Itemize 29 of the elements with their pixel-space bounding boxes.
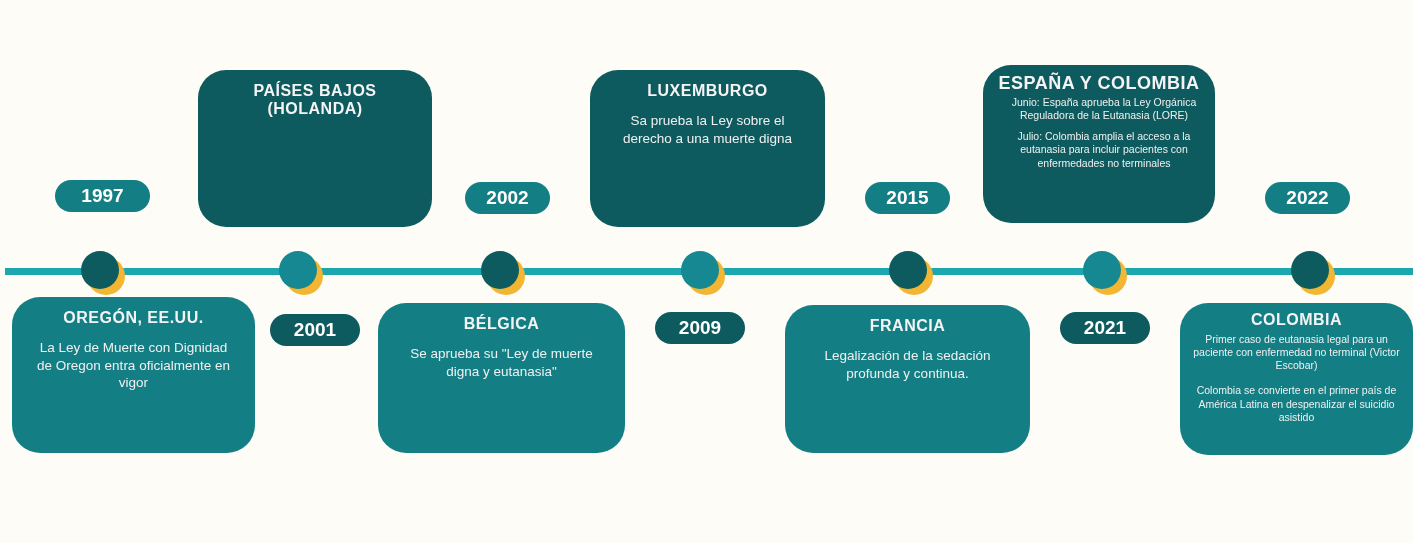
year-badge: 2021	[1060, 312, 1150, 344]
bullet-item: Junio: España aprueba la Ley Orgánica Reguladora de la Eutanasia (LORE)	[1010, 96, 1198, 123]
event-card	[1180, 303, 1413, 455]
event-card	[590, 70, 825, 227]
country-heading: COLOMBIA	[1250, 311, 1343, 329]
country-heading: LUXEMBURGO	[647, 82, 768, 100]
country-heading: FRANCIA	[869, 317, 946, 335]
year-badge: 1997	[55, 180, 150, 212]
year-badge: 2015	[865, 182, 950, 214]
bullet-item: Julio: Colombia amplia el acceso a la eutanasia para incluir pacientes con enfermedades no terminales	[1016, 130, 1192, 170]
year-badge: 2022	[1265, 182, 1350, 214]
year-badge: 2001	[270, 314, 360, 346]
event-card	[785, 305, 1030, 453]
event-description: Se aprueba su "Ley de muerte digna y eutanasia"	[409, 345, 594, 381]
country-heading: BÉLGICA	[463, 315, 540, 333]
country-heading: ESPAÑA Y COLOMBIA	[998, 73, 1200, 94]
event-card	[378, 303, 625, 453]
event-description: Primer caso de eutanasia legal para un paciente con enfermedad no terminal (Victor Escobar)	[1192, 333, 1401, 373]
year-badge: 2009	[655, 312, 745, 344]
country-heading: PAÍSES BAJOS (HOLANDA)	[252, 82, 378, 118]
country-heading: OREGÓN, EE.UU.	[63, 309, 204, 327]
year-badge: 2002	[465, 182, 550, 214]
event-description: Colombia se convierte en el primer país de América Latina en despenalizar el suicidio asistido	[1195, 384, 1398, 424]
event-card	[198, 70, 432, 227]
event-description: La Ley de Muerte con Dignidad de Oregon entra oficialmente en vigor	[36, 339, 231, 392]
event-card	[983, 65, 1215, 223]
event-description: Sa prueba la Ley sobre el derecho a una muerte digna	[622, 112, 793, 148]
event-card	[12, 297, 255, 453]
event-description: Legalización de la sedación profunda y continua.	[823, 347, 992, 383]
